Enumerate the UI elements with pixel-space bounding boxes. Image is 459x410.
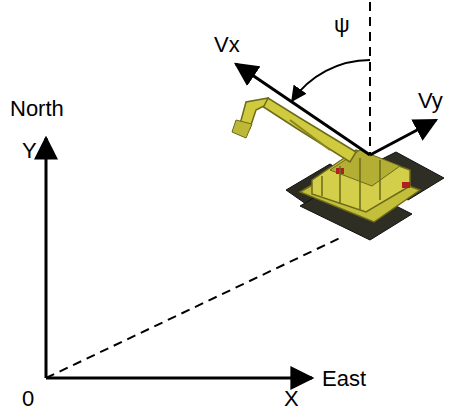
velocity-label: Vy: [418, 90, 443, 112]
position-line: [46, 238, 340, 378]
vx-arrow: [236, 64, 370, 155]
north-reference-line: [369, 2, 371, 155]
axis-direction-label: East: [322, 368, 366, 390]
axis-label: Y: [22, 140, 37, 162]
y-axis: [45, 138, 48, 378]
axis-label: X: [284, 388, 299, 410]
axis-direction-label: North: [10, 98, 64, 120]
excavator-robot: [232, 98, 444, 240]
origin-label: 0: [22, 388, 34, 410]
x-axis: [46, 377, 312, 380]
heading-angle-arc: [292, 60, 370, 101]
velocity-label: Vx: [214, 34, 240, 56]
vy-arrow: [370, 120, 436, 155]
angle-label: ψ: [334, 14, 350, 36]
